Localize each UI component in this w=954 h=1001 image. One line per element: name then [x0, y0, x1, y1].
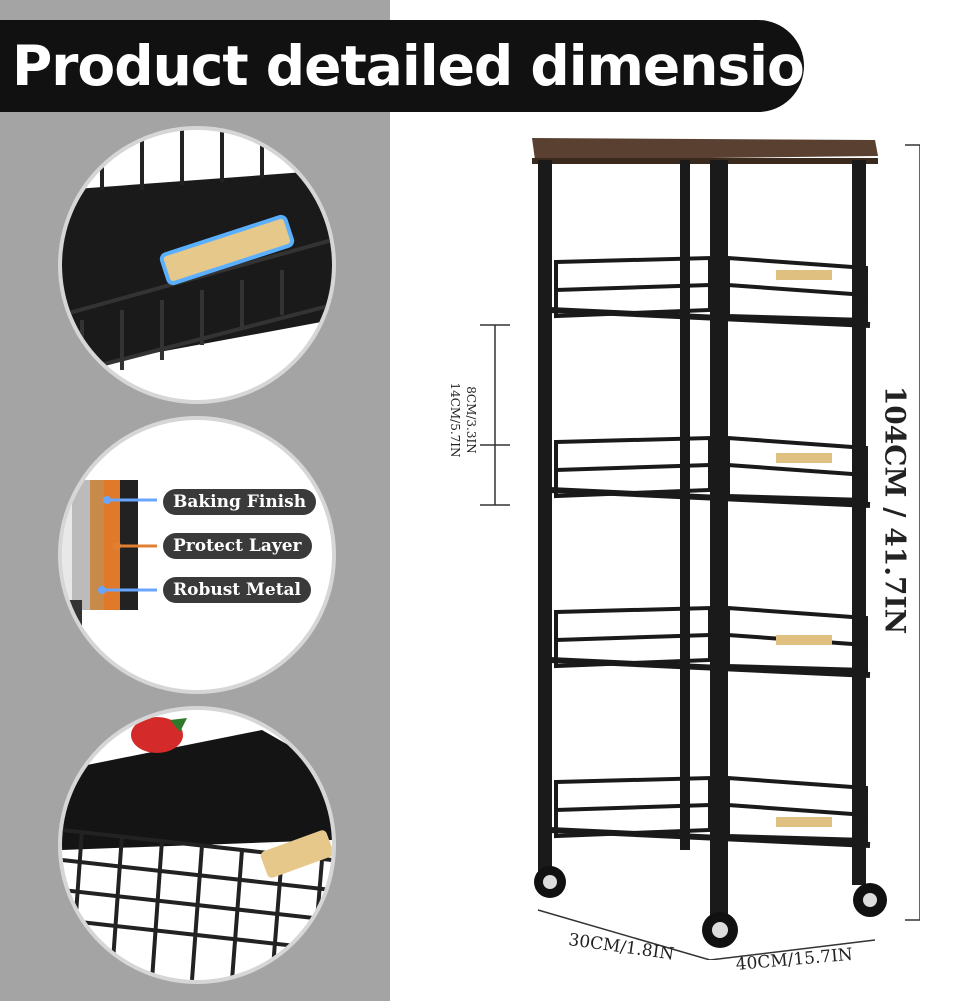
layer-label-baking-finish: Baking Finish: [163, 489, 317, 515]
wood-top: [532, 138, 878, 160]
layer-label-robust-metal: Robust Metal: [163, 577, 312, 603]
basket-handle-illustration: [62, 130, 332, 380]
page-title: Product detailed dimensions: [12, 34, 875, 98]
shelf-gap-2-label: 8CM/3.3IN: [464, 386, 478, 454]
height-dimension-label: 104CM / 41.7IN: [878, 385, 912, 635]
wheels: [534, 866, 887, 948]
detail-shelf-grid-image: [58, 706, 336, 984]
title-banner: Product detailed dimensions: [0, 20, 875, 112]
shelf-gap-1-label: 14CM/5.7IN: [448, 382, 462, 458]
rolling-cart-illustration: [480, 138, 920, 960]
layer-label-protect-layer: Protect Layer: [163, 533, 312, 559]
shelf-grid-illustration: [62, 717, 332, 980]
detail-basket-handle-image: [58, 126, 336, 404]
baskets: [549, 255, 871, 848]
finish-layers-illustration: [62, 480, 157, 670]
